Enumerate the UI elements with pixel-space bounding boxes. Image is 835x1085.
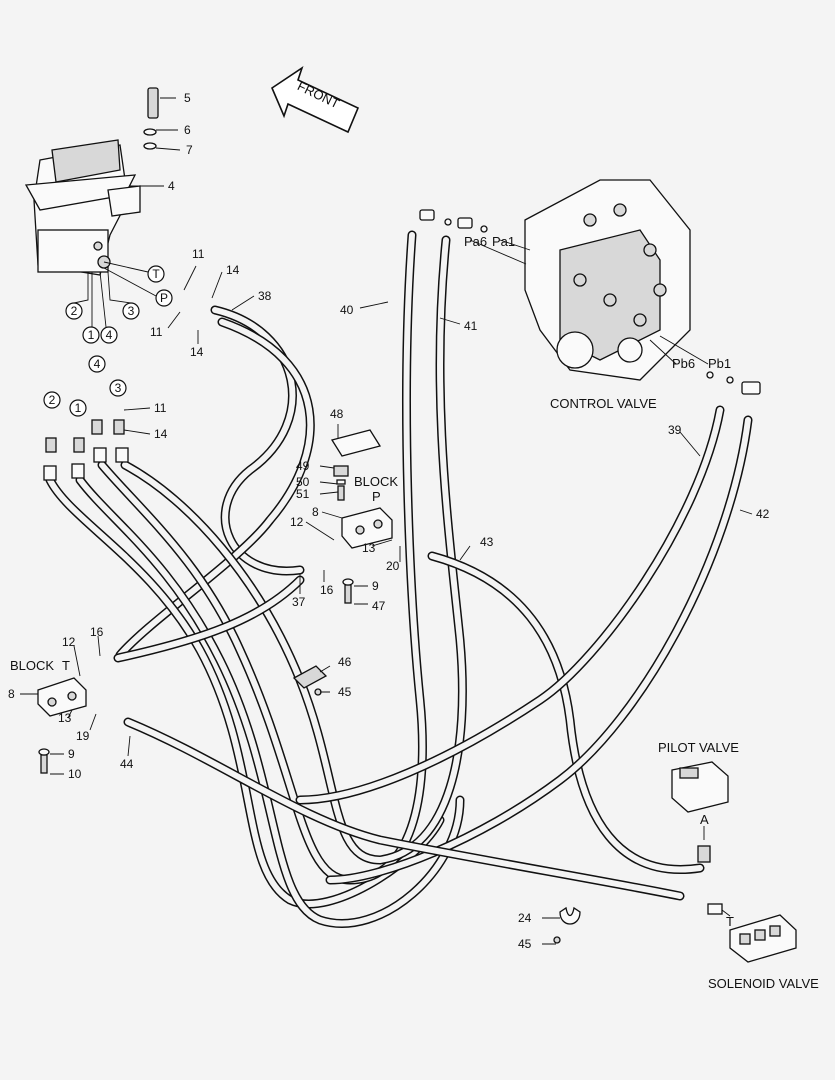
callout-8t: 8 xyxy=(8,687,15,701)
callout-40: 40 xyxy=(340,303,354,317)
label-pb6: Pb6 xyxy=(672,356,695,371)
callout-6: 6 xyxy=(184,123,191,137)
callout-5: 5 xyxy=(184,91,191,105)
label-control-valve: CONTROL VALVE xyxy=(550,396,657,411)
label-port-t: T xyxy=(726,914,734,929)
label-block-t-2: T xyxy=(62,658,70,673)
circle-port-1: 1 xyxy=(88,328,95,342)
callout-45a: 45 xyxy=(338,685,352,699)
label-pb1: Pb1 xyxy=(708,356,731,371)
callout-14a: 14 xyxy=(226,263,240,277)
callout-12p: 12 xyxy=(290,515,304,529)
callout-numbers: 5 6 7 4 11 14 38 11 14 40 41 11 14 48 49… xyxy=(8,91,770,951)
callout-49: 49 xyxy=(296,459,310,473)
label-pilot-valve: PILOT VALVE xyxy=(658,740,739,755)
label-block-t-1: BLOCK xyxy=(10,658,54,673)
fitting-port-circles: 4 3 2 1 xyxy=(43,355,129,481)
circle-fitting-4: 4 xyxy=(94,357,101,371)
circle-fitting-1: 1 xyxy=(75,401,82,415)
callout-47: 47 xyxy=(372,599,386,613)
callout-44: 44 xyxy=(120,757,134,771)
label-block-p-2: P xyxy=(372,489,381,504)
callout-11c: 11 xyxy=(154,401,167,415)
label-pa1: Pa1 xyxy=(492,234,515,249)
callout-7: 7 xyxy=(186,143,193,157)
label-port-a: A xyxy=(700,812,709,827)
callout-41: 41 xyxy=(464,319,478,333)
circle-port-3: 3 xyxy=(128,304,135,318)
callout-19: 19 xyxy=(76,729,90,743)
leaders xyxy=(20,97,753,945)
callout-8p: 8 xyxy=(312,505,319,519)
callout-14c: 14 xyxy=(154,427,168,441)
front-arrow: FRONT xyxy=(271,66,360,134)
callout-9p: 9 xyxy=(372,579,379,593)
callout-13p: 13 xyxy=(362,541,376,555)
callout-12t: 12 xyxy=(62,635,76,649)
callout-13t: 13 xyxy=(58,711,72,725)
callout-24: 24 xyxy=(518,911,532,925)
callout-14b: 14 xyxy=(190,345,204,359)
control-valve xyxy=(524,179,691,381)
callout-45b: 45 xyxy=(518,937,532,951)
circle-port-p: P xyxy=(160,291,168,305)
callout-16t: 16 xyxy=(90,625,104,639)
clamps xyxy=(292,665,581,944)
circle-fitting-2: 2 xyxy=(49,393,56,407)
circle-fitting-3: 3 xyxy=(115,381,122,395)
callout-42: 42 xyxy=(756,507,770,521)
callout-4: 4 xyxy=(168,179,175,193)
callout-51: 51 xyxy=(296,487,310,501)
circle-port-t: T xyxy=(152,267,160,281)
joystick-assembly xyxy=(24,87,159,276)
circle-port-2: 2 xyxy=(71,304,78,318)
control-valve-fittings xyxy=(419,209,761,395)
callout-11b: 11 xyxy=(150,325,163,339)
joystick-port-circles: T P 2 1 4 3 xyxy=(65,261,173,344)
block-p xyxy=(330,429,393,604)
label-pa6: Pa6 xyxy=(464,234,487,249)
section-labels: BLOCK P BLOCK T CONTROL VALVE PILOT VALV… xyxy=(10,234,819,991)
callout-39: 39 xyxy=(668,423,682,437)
callout-38: 38 xyxy=(258,289,272,303)
callout-50: 50 xyxy=(296,475,310,489)
callout-16p: 16 xyxy=(320,583,334,597)
callout-9t: 9 xyxy=(68,747,75,761)
callout-37: 37 xyxy=(292,595,306,609)
callout-20: 20 xyxy=(386,559,400,573)
pilot-valve xyxy=(671,761,729,863)
circle-port-4: 4 xyxy=(106,328,113,342)
callout-48: 48 xyxy=(330,407,344,421)
callout-43: 43 xyxy=(480,535,494,549)
callout-10: 10 xyxy=(68,767,82,781)
label-solenoid-valve: SOLENOID VALVE xyxy=(708,976,819,991)
hoses xyxy=(45,230,753,928)
callout-46: 46 xyxy=(338,655,352,669)
callout-11a: 11 xyxy=(192,247,205,261)
solenoid-valve xyxy=(707,903,797,963)
block-t xyxy=(37,677,87,774)
label-block-p-1: BLOCK xyxy=(354,474,398,489)
